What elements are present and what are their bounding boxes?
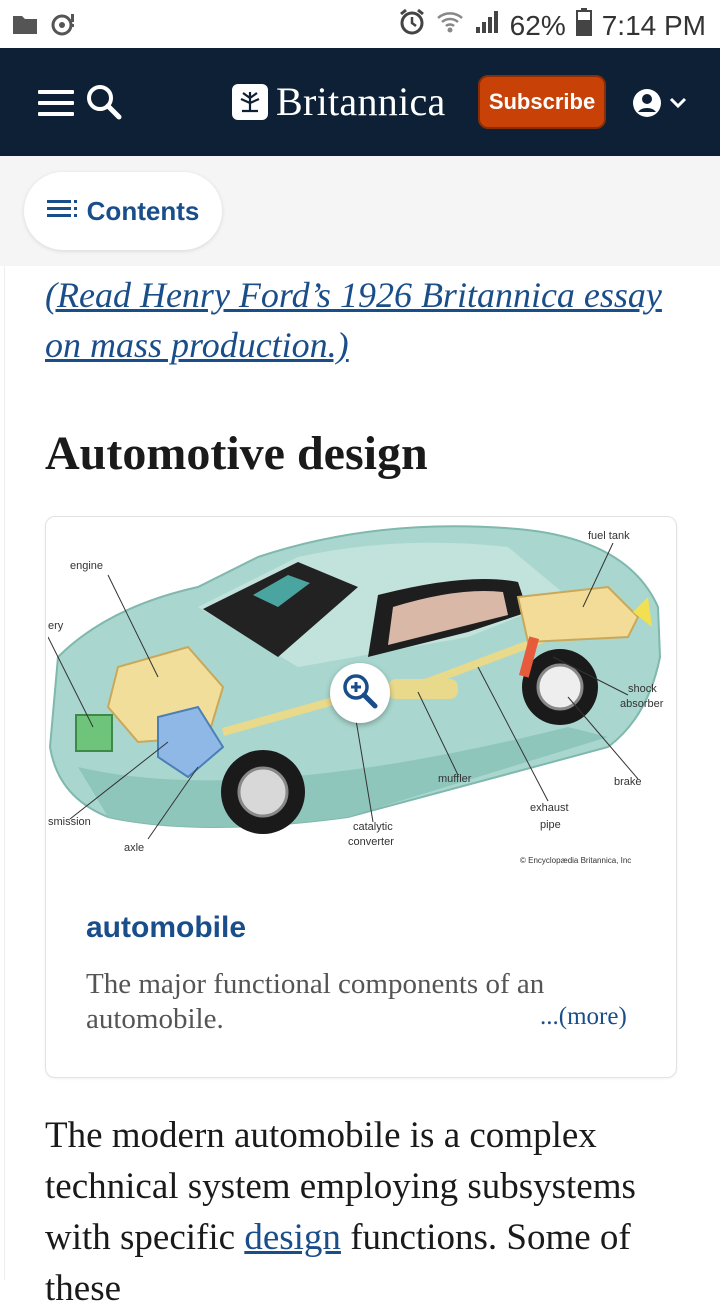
figure-more-link[interactable]: ...(more) <box>540 1003 627 1030</box>
user-icon <box>632 88 662 123</box>
wifi-icon <box>436 9 464 42</box>
brand-name: Britannica <box>276 79 446 124</box>
design-link[interactable]: design <box>244 1217 341 1258</box>
zoom-in-button[interactable] <box>330 663 390 723</box>
label-fuel-tank: fuel tank <box>588 530 630 542</box>
label-shock-1: shock <box>628 683 657 695</box>
section-title: Automotive design <box>45 427 428 480</box>
car-lower-body <box>78 727 608 827</box>
top-navbar: Britannica Subscribe <box>0 48 720 156</box>
shock-absorber-shape <box>518 636 540 678</box>
label-exhaust-1: exhaust <box>530 802 569 814</box>
contents-bar: Contents <box>0 156 720 266</box>
contents-label: Contents <box>86 195 200 226</box>
headlight-shape <box>633 597 652 627</box>
status-time: 7:14 PM <box>601 9 706 41</box>
car-diagram-image[interactable]: engine ery smission axle catalytic conve… <box>48 517 676 877</box>
label-transmission: smission <box>48 816 91 828</box>
status-bar: 62% 7:14 PM <box>0 0 720 48</box>
list-icon <box>46 196 79 227</box>
label-shock-2: absorber <box>620 698 664 710</box>
account-menu[interactable] <box>632 88 688 123</box>
label-copyright: © Encyclopædia Britannica, Inc <box>520 856 631 865</box>
chevron-down-icon <box>668 96 688 115</box>
signal-icon <box>474 9 500 42</box>
label-battery: ery <box>48 620 64 632</box>
windshield-highlight <box>253 575 310 607</box>
folder-icon <box>12 13 38 40</box>
figure-caption: The major functional components of an au… <box>86 968 545 1035</box>
britannica-logo-icon <box>232 83 268 120</box>
windshield-shape <box>203 562 358 657</box>
front-rim <box>237 766 289 818</box>
callout-lines <box>48 542 639 840</box>
side-window-inner <box>388 591 508 645</box>
body-text-end: functions. Some of these <box>45 1217 631 1309</box>
label-brake: brake <box>614 776 642 788</box>
body-text-start: The modern automobile is a complex techn… <box>45 1115 636 1258</box>
muffler-shape <box>388 679 458 699</box>
search-icon[interactable] <box>86 84 122 125</box>
figure-card[interactable]: engine ery smission axle catalytic conve… <box>45 516 677 1078</box>
label-engine: engine <box>70 560 103 572</box>
label-catalytic-1: catalytic <box>353 821 393 833</box>
zoom-in-icon <box>341 672 379 715</box>
label-muffler: muffler <box>438 773 472 785</box>
subscribe-button[interactable]: Subscribe <box>478 75 606 129</box>
fuel-tank-shape <box>516 585 640 644</box>
alarm-icon <box>398 8 426 43</box>
body-paragraph: The modern automobile is a complex techn… <box>45 1110 685 1314</box>
rear-rim <box>536 663 584 711</box>
battery-percent: 62% <box>509 9 566 41</box>
battery-shape <box>75 714 113 752</box>
label-exhaust-2: pipe <box>540 819 561 831</box>
label-axle: axle <box>124 842 144 854</box>
brand-home-link[interactable]: Britannica <box>232 78 446 125</box>
battery-icon <box>575 8 592 43</box>
label-catalytic-2: converter <box>348 836 394 848</box>
contents-button[interactable]: Contents <box>24 172 222 250</box>
menu-icon[interactable] <box>38 90 74 116</box>
ford-essay-link[interactable]: (Read Henry Ford’s 1926 Britannica essay… <box>45 275 662 365</box>
figure-title-link[interactable]: automobile <box>86 911 247 944</box>
notification-icon <box>50 12 76 41</box>
article-body: (Read Henry Ford’s 1926 Britannica essay… <box>4 266 720 1309</box>
